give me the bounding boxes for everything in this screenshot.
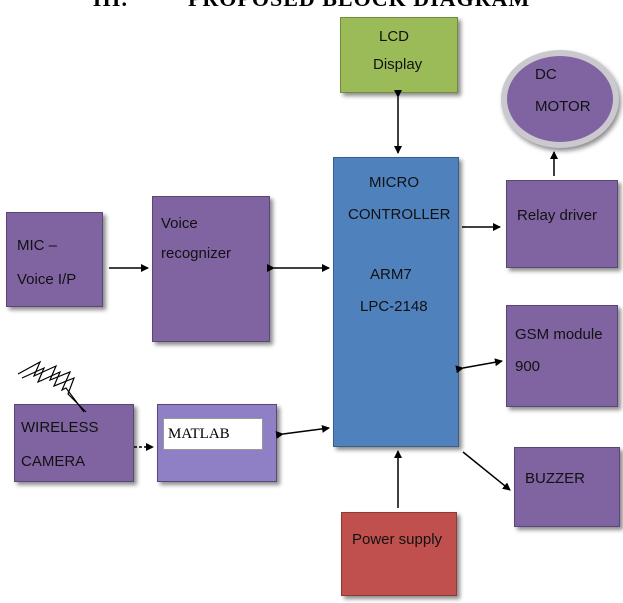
voice-recognizer-block: Voice recognizer: [152, 196, 270, 342]
wireless-camera-label-line1: WIRELESS: [21, 419, 99, 436]
relay-driver-label: Relay driver: [517, 207, 598, 224]
relay-driver-block: Relay driver: [506, 180, 618, 268]
dc-motor-block: DC MOTOR: [501, 50, 619, 148]
mic-label-line1: MIC –: [17, 237, 58, 254]
mic-label-line2: Voice I/P: [17, 271, 77, 288]
gsm-module-block: GSM module 900: [506, 305, 618, 407]
dc-motor-label-line2: MOTOR: [535, 98, 591, 115]
buzzer-block: BUZZER: [514, 447, 620, 527]
power-supply-block: Power supply: [341, 512, 457, 596]
heading-number: III.: [93, 0, 128, 12]
dc-motor-label-line1: DC: [535, 66, 557, 83]
mcu-label-line4: LPC-2148: [360, 298, 428, 315]
arrow-mcu-gsm: [455, 358, 503, 374]
lcd-label-line1: LCD: [379, 28, 410, 45]
lcd-label-line2: Display: [373, 56, 423, 73]
gsm-label-line1: GSM module: [515, 326, 603, 343]
arrow-mcu-buzzer: [462, 451, 511, 491]
heading-title: PROPOSED BLOCK DIAGRAM: [188, 0, 530, 11]
mcu-label-line2: CONTROLLER: [348, 206, 451, 223]
mcu-label-line1: MICRO: [369, 174, 419, 191]
arrow-matlab-mcu: [275, 424, 330, 439]
buzzer-label: BUZZER: [525, 470, 585, 487]
voice-recognizer-label-line1: Voice: [161, 215, 198, 232]
lcd-display-block: LCD Display: [340, 17, 458, 93]
lightning-bolt-icon: [17, 360, 87, 413]
voice-recognizer-label-line2: recognizer: [161, 245, 232, 262]
power-supply-label: Power supply: [352, 531, 443, 548]
wireless-camera-block: WIRELESS CAMERA: [14, 404, 134, 482]
wireless-camera-label-line2: CAMERA: [21, 453, 86, 470]
diagram-heading: III. PROPOSED BLOCK DIAGRAM: [0, 0, 623, 12]
micro-controller-block: MICRO CONTROLLER ARM7 LPC-2148: [333, 157, 459, 447]
gsm-label-line2: 900: [515, 358, 541, 375]
matlab-label: MATLAB: [163, 418, 263, 450]
mic-voice-input-block: MIC – Voice I/P: [6, 212, 103, 307]
mcu-label-line3: ARM7: [370, 266, 412, 283]
